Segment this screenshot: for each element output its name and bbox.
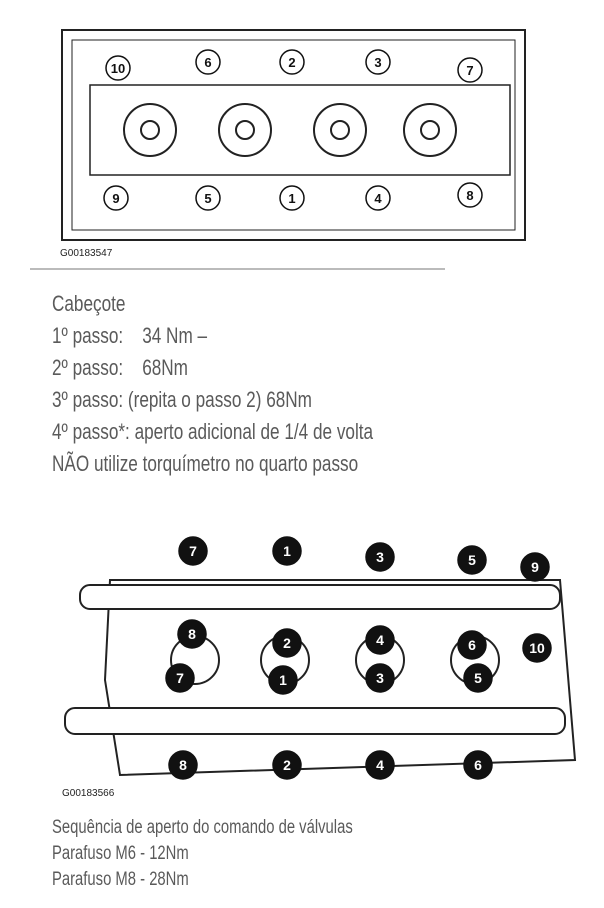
cylinder-head-instructions: Cabeçote 1º passo: 34 Nm – 2º passo: 68N…: [52, 288, 373, 480]
bolt-number: 4: [374, 191, 382, 206]
bolt-number: 5: [204, 191, 211, 206]
bolt-number: 2: [283, 635, 291, 651]
step-4: 4º passo*: aperto adicional de 1/4 de vo…: [52, 419, 374, 444]
bolt-number: 6: [204, 55, 211, 70]
bolt-marker: [463, 663, 493, 693]
bolt-marker: [365, 625, 395, 655]
bolt-number: 7: [176, 670, 184, 686]
bolt-marker: [103, 185, 129, 211]
bolt-number: 8: [188, 626, 196, 642]
bolt-marker: [268, 665, 298, 695]
bolt-marker: [457, 630, 487, 660]
step-2: 2º passo: 68Nm: [52, 355, 188, 380]
bolt-marker: [272, 536, 302, 566]
bolt-marker: [195, 185, 221, 211]
bolt-marker: [457, 545, 487, 575]
bolt-number: 10: [111, 61, 125, 76]
bolt-m6-torque: Parafuso M6 - 12Nm: [52, 843, 189, 864]
bolt-marker: [522, 633, 552, 663]
bolt-number: 6: [474, 757, 482, 773]
bolt-number: 3: [374, 55, 381, 70]
bolt-marker: [463, 750, 493, 780]
bolt-marker: [168, 750, 198, 780]
divider: [30, 268, 445, 270]
figure-id: G00183547: [60, 248, 113, 259]
bolt-marker: [272, 750, 302, 780]
bolt-marker: [177, 619, 207, 649]
bolt-number: 9: [531, 559, 539, 575]
bolt-m8-torque: Parafuso M8 - 28Nm: [52, 869, 189, 890]
bolt-marker: [365, 542, 395, 572]
bolt-marker: [105, 55, 131, 81]
bolt-number: 6: [468, 637, 476, 653]
camshaft-diagram: 7 1 3 5 9 8 2 4 6 10 7 1 3 5 8 2 4 6: [64, 536, 577, 780]
bolt-marker: [365, 663, 395, 693]
section-title: Cabeçote: [52, 291, 126, 316]
bolt-number: 4: [376, 757, 384, 773]
bolt-number: 9: [112, 191, 119, 206]
bolt-marker: [279, 185, 305, 211]
bolt-marker: [365, 49, 391, 75]
cylinder-head-diagram: 10 6 2 3 7 9 5 1 4 8: [61, 29, 526, 241]
bolt-marker: [457, 182, 483, 208]
bolt-number: 2: [288, 55, 295, 70]
bolt-number: 5: [468, 552, 476, 568]
bolt-number: 1: [279, 672, 287, 688]
step-3: 3º passo: (repita o passo 2) 68Nm: [52, 387, 312, 412]
bolt-number: 1: [288, 191, 295, 206]
section-title: Sequência de aperto do comando de válvul…: [52, 817, 353, 838]
step-1: 1º passo: 34 Nm –: [52, 323, 208, 348]
bolt-number: 5: [474, 670, 482, 686]
bolt-marker: [165, 663, 195, 693]
bolt-number: 8: [466, 188, 473, 203]
bolt-number: 7: [189, 543, 197, 559]
camshaft-instructions: Sequência de aperto do comando de válvul…: [52, 815, 353, 893]
bolt-number: 10: [529, 640, 545, 656]
bolt-number: 3: [376, 549, 384, 565]
bolt-marker: [178, 536, 208, 566]
bolt-number: 1: [283, 543, 291, 559]
bolt-marker: [195, 49, 221, 75]
bolt-marker: [365, 750, 395, 780]
bolt-marker: [279, 49, 305, 75]
bolt-marker: [457, 57, 483, 83]
bolt-number: 4: [376, 632, 384, 648]
bolt-number: 8: [179, 757, 187, 773]
bolt-number: 7: [466, 63, 473, 78]
bolt-marker: [365, 185, 391, 211]
warning: NÃO utilize torquímetro no quarto passo: [52, 451, 359, 476]
bolt-marker: [520, 552, 550, 582]
bolt-number: 2: [283, 757, 291, 773]
bolt-number: 3: [376, 670, 384, 686]
bolt-marker: [272, 628, 302, 658]
figure-id: G00183566: [62, 788, 115, 799]
